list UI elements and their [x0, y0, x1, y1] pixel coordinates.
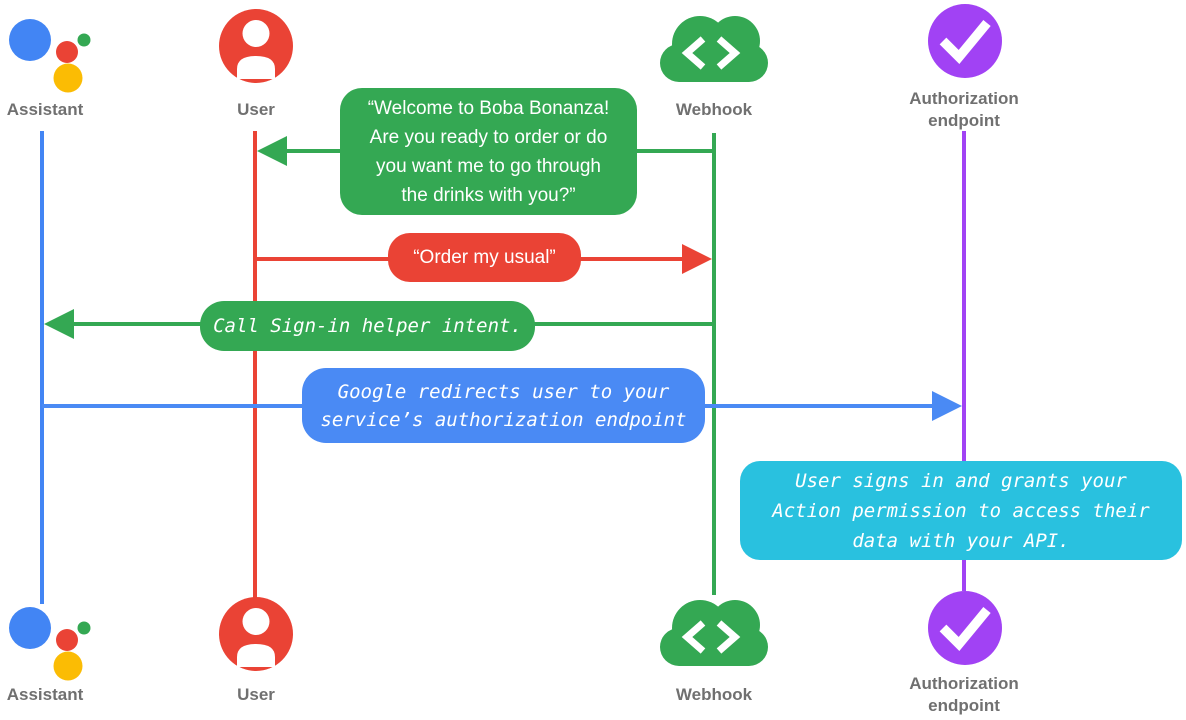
welcome-message-line: “Welcome to Boba Bonanza!	[367, 97, 610, 119]
order-message-line: “Order my usual”	[413, 247, 556, 268]
assistant-label: Assistant	[6, 685, 84, 704]
redirect-note-box: Google redirects user to your service’s …	[302, 368, 705, 443]
authorization-endpoint-label: Authorization endpoint	[909, 89, 1019, 130]
grants-note-line: data with your API.	[852, 529, 1070, 552]
welcome-message-line: Are you ready to order or do	[369, 126, 608, 148]
redirect-note-line: Google redirects user to your	[337, 380, 670, 403]
google-assistant-icon	[9, 607, 91, 681]
redirect-note-line: service’s authorization endpoint	[320, 408, 687, 431]
redirect-arrowhead-right	[932, 391, 962, 421]
welcome-message-bubble: “Welcome to Boba Bonanza! Are you ready …	[340, 88, 637, 215]
user-label: User	[237, 100, 275, 119]
welcome-arrowhead-left	[257, 136, 287, 166]
webhook-lifeline	[712, 133, 716, 595]
welcome-message-line: you want me to go through	[376, 155, 601, 177]
assistant-label: Assistant	[6, 100, 84, 119]
signin-intent-line: Call Sign-in helper intent.	[213, 315, 522, 337]
webhook-cloud-icon	[660, 600, 768, 666]
order-message-bubble: “Order my usual”	[388, 233, 581, 282]
assistant-lifeline	[40, 131, 44, 604]
signin-intent-box: Call Sign-in helper intent.	[200, 301, 535, 351]
authorization-check-icon	[928, 4, 1002, 78]
grants-note-box: User signs in and grants your Action per…	[740, 461, 1182, 560]
authorization-check-icon	[928, 591, 1002, 665]
grants-note-line: Action permission to access their	[772, 499, 1150, 522]
user-label: User	[237, 685, 275, 704]
authorization-endpoint-label: Authorization endpoint	[909, 674, 1019, 715]
user-person-icon	[219, 9, 293, 83]
order-arrowhead-right	[682, 244, 712, 274]
google-assistant-icon	[9, 19, 91, 93]
signin-arrowhead-left	[44, 309, 74, 339]
user-lifeline	[253, 131, 257, 600]
webhook-cloud-icon	[660, 16, 768, 82]
authorization-lifeline	[962, 131, 966, 591]
welcome-message-line: the drinks with you?”	[401, 184, 576, 206]
webhook-label: Webhook	[675, 100, 753, 119]
user-person-icon	[219, 597, 293, 671]
webhook-label: Webhook	[675, 685, 753, 704]
grants-note-line: User signs in and grants your	[795, 469, 1127, 492]
